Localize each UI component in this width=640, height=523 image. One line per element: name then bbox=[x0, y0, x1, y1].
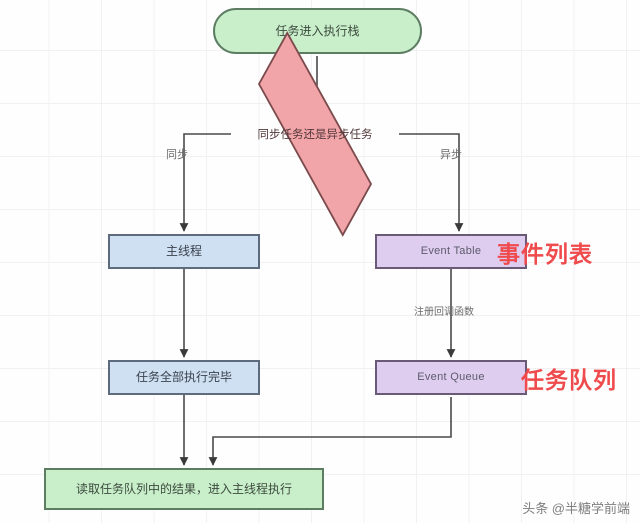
watermark: 头条 @半糖学前端 bbox=[522, 501, 630, 516]
annotation-event-table: 事件列表 bbox=[497, 241, 593, 267]
node-start-label: 任务进入执行栈 bbox=[275, 23, 360, 38]
node-event-queue-label: Event Queue bbox=[417, 370, 485, 383]
node-decision-label-wrap: 同步任务还是异步任务 bbox=[224, 124, 406, 144]
edge-label-register-callback: 注册回调函数 bbox=[414, 307, 474, 318]
edge-label-sync: 同步 bbox=[166, 149, 188, 161]
edge-event-queue-to-end bbox=[208, 397, 452, 466]
node-end-label: 读取任务队列中的结果，进入主线程执行 bbox=[75, 481, 292, 496]
annotation-event-queue: 任务队列 bbox=[521, 367, 617, 393]
node-all-tasks-done[interactable]: 任务全部执行完毕 bbox=[108, 360, 260, 395]
node-event-table-label: Event Table bbox=[420, 244, 482, 257]
edge-decision-to-main-thread bbox=[179, 133, 231, 232]
node-all-tasks-done-label: 任务全部执行完毕 bbox=[135, 370, 232, 385]
node-event-table[interactable]: Event Table bbox=[375, 234, 527, 269]
node-main-thread-label: 主线程 bbox=[165, 244, 202, 259]
node-main-thread[interactable]: 主线程 bbox=[108, 234, 260, 269]
node-start[interactable]: 任务进入执行栈 bbox=[213, 8, 422, 54]
node-end[interactable]: 读取任务队列中的结果，进入主线程执行 bbox=[44, 468, 324, 510]
node-event-queue[interactable]: Event Queue bbox=[375, 360, 527, 395]
node-decision-label: 同步任务还是异步任务 bbox=[257, 129, 373, 141]
edge-label-async: 异步 bbox=[440, 149, 462, 161]
